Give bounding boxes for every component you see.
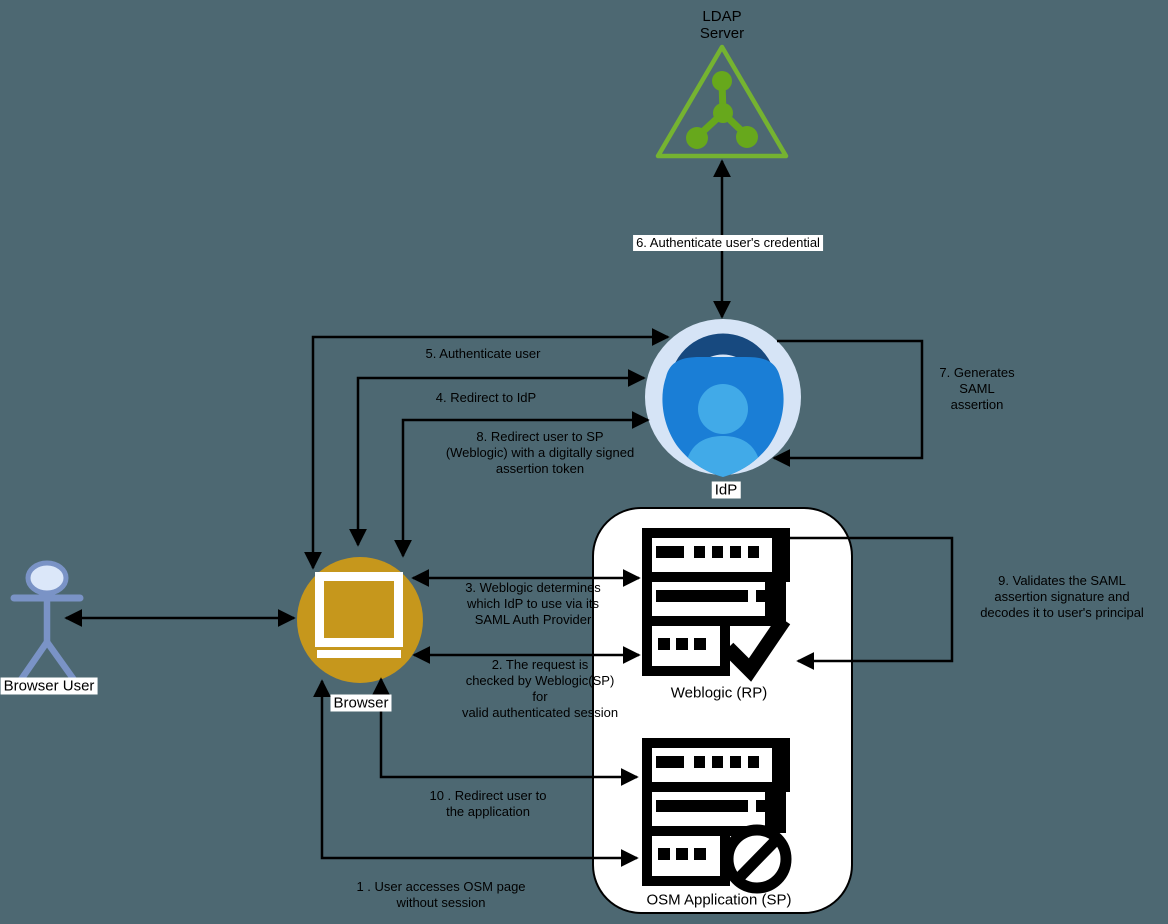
actor-head	[25, 560, 69, 596]
label-step10-redirect-to-application: 10 . Redirect user to the application	[429, 788, 547, 819]
label-step6-authenticate-credential: 6. Authenticate user's credential	[633, 235, 823, 251]
label-step1-user-accesses-osm: 1 . User accesses OSM page without sessi…	[356, 879, 526, 910]
label-step8-redirect-user-to-sp: 8. Redirect user to SP (Weblogic) with a…	[445, 429, 635, 476]
browser-user-figure	[10, 560, 84, 688]
label-step3-weblogic-determines-idp: 3. Weblogic determines which IdP to use …	[465, 580, 601, 627]
ldap-server-label: LDAP Server	[699, 8, 745, 42]
browser-user-label: Browser User	[0, 677, 98, 695]
ldap-triangle	[655, 44, 789, 159]
ldap-server-icon	[655, 44, 789, 159]
connector-step4	[349, 369, 646, 547]
idp-icon	[645, 319, 801, 477]
monitor-stand	[317, 650, 401, 658]
connector-step7-loop	[772, 339, 924, 467]
checkmark-icon	[722, 615, 791, 682]
osm-application-label: OSM Application (SP)	[646, 891, 792, 909]
label-step9-validates-saml-assertion: 9. Validates the SAML assertion signatur…	[980, 573, 1144, 620]
browser-icon	[297, 557, 423, 683]
label-step4-redirect-to-idp: 4. Redirect to IdP	[435, 390, 537, 405]
actor-right-leg	[43, 638, 81, 688]
label-step7-generates-saml-assertion: 7. Generates SAML assertion	[939, 365, 1015, 412]
weblogic-label: Weblogic (RP)	[670, 684, 768, 702]
weblogic-server-icon	[642, 528, 791, 682]
label-step5-authenticate-user: 5. Authenticate user	[425, 346, 541, 361]
osm-server-icon	[642, 738, 792, 894]
idp-person-icon	[684, 384, 762, 477]
connector-step5	[304, 328, 670, 570]
connector-step1	[313, 679, 639, 867]
connector-step8	[394, 411, 650, 558]
connector-step9-loop	[790, 536, 954, 670]
actor-left-leg	[14, 638, 51, 688]
ldap-molecule-nodes	[686, 71, 758, 149]
browser-label: Browser	[330, 694, 392, 712]
label-step2-request-checked: 2. The request is checked by Weblogic(SP…	[461, 657, 619, 720]
idp-label: IdP	[711, 481, 741, 499]
prohibition-icon	[722, 824, 792, 894]
monitor-screen	[324, 581, 394, 638]
